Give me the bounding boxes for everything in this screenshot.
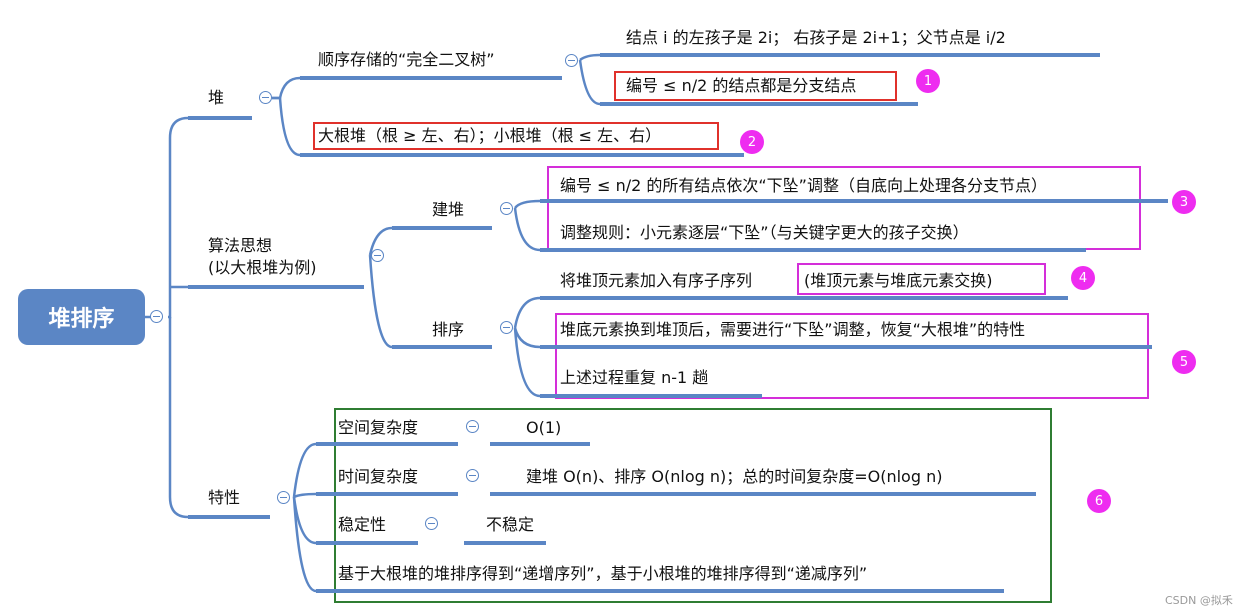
node-properties-underline	[188, 515, 270, 519]
node-time-complexity-underline	[316, 492, 458, 496]
node-stability[interactable]: 稳定性	[338, 515, 387, 534]
node-build-step1-underline	[540, 199, 1168, 203]
node-build-heap[interactable]: 建堆	[432, 200, 465, 219]
heap-collapse-toggle[interactable]	[259, 91, 272, 104]
node-time-value[interactable]: 建堆 O(n)、排序 O(nlog n)；总的时间复杂度=O(nlog n)	[526, 467, 943, 486]
node-node-relation[interactable]: 结点 i 的左孩子是 2i； 右孩子是 2i+1；父节点是 i/2	[626, 28, 1006, 47]
node-sort-step2[interactable]: 堆底元素换到堆顶后，需要进行“下坠”调整，恢复“大根堆”的特性	[560, 320, 1026, 339]
stability-collapse-toggle[interactable]	[425, 517, 438, 530]
node-build-step2-underline	[540, 248, 1086, 252]
badge-3: 3	[1172, 190, 1196, 214]
node-algorithm-line2[interactable]: (以大根堆为例)	[208, 258, 317, 277]
node-time-complexity[interactable]: 时间复杂度	[338, 467, 419, 486]
highlight-box-6	[334, 408, 1052, 603]
badge-5: 5	[1172, 350, 1196, 374]
node-space-value[interactable]: O(1)	[526, 418, 562, 437]
node-max-min-heap[interactable]: 大根堆（根 ≥ 左、右）；小根堆（根 ≤ 左、右）	[318, 126, 662, 145]
node-sort[interactable]: 排序	[432, 320, 465, 339]
algorithm-collapse-toggle[interactable]	[371, 249, 384, 262]
badge-4: 4	[1071, 266, 1095, 290]
watermark: CSDN @拟禾	[1165, 594, 1233, 607]
badge-6: 6	[1087, 489, 1111, 513]
badge-2: 2	[740, 130, 764, 154]
node-algorithm-underline	[188, 285, 364, 289]
node-space-value-underline	[490, 442, 590, 446]
badge-1: 1	[916, 69, 940, 93]
node-sort-step3[interactable]: 上述过程重复 n-1 趟	[560, 368, 709, 387]
highlight-box-5	[555, 313, 1149, 399]
node-node-relation-underline	[600, 53, 1100, 57]
highlight-box-2	[313, 122, 719, 150]
node-sort-step1-underline	[540, 296, 1068, 300]
node-seq-storage[interactable]: 顺序存储的“完全二叉树”	[318, 50, 495, 69]
node-branch-nodes-underline	[600, 102, 918, 106]
node-heap-underline	[188, 116, 252, 120]
node-sort-underline	[392, 345, 492, 349]
node-branch-nodes[interactable]: 编号 ≤ n/2 的结点都是分支结点	[626, 76, 857, 95]
node-time-value-underline	[490, 492, 1036, 496]
node-build-step2[interactable]: 调整规则：小元素逐层“下坠”（与关键字更大的孩子交换）	[560, 223, 969, 242]
node-sort-step1b[interactable]: (堆顶元素与堆底元素交换)	[804, 271, 993, 290]
highlight-box-4	[797, 263, 1046, 295]
node-heap[interactable]: 堆	[208, 88, 225, 107]
node-space-complexity[interactable]: 空间复杂度	[338, 418, 419, 437]
node-properties[interactable]: 特性	[208, 488, 241, 507]
build-heap-collapse-toggle[interactable]	[500, 202, 513, 215]
highlight-box-1	[614, 71, 897, 101]
root-collapse-toggle[interactable]	[150, 310, 163, 323]
space-complexity-collapse-toggle[interactable]	[466, 420, 479, 433]
node-stability-value[interactable]: 不稳定	[486, 515, 535, 534]
node-sort-step3-underline	[540, 394, 762, 398]
properties-collapse-toggle[interactable]	[277, 491, 290, 504]
node-sort-step1a[interactable]: 将堆顶元素加入有序子序列	[560, 271, 753, 290]
node-build-heap-underline	[392, 226, 492, 230]
seq-storage-collapse-toggle[interactable]	[565, 54, 578, 67]
node-order-note-underline	[316, 589, 1004, 593]
node-algorithm-line1[interactable]: 算法思想	[208, 236, 273, 255]
node-max-min-heap-underline	[300, 153, 744, 157]
node-stability-underline	[316, 541, 418, 545]
node-order-note[interactable]: 基于大根堆的堆排序得到“递增序列”，基于小根堆的堆排序得到“递减序列”	[338, 564, 868, 583]
node-space-complexity-underline	[316, 442, 458, 446]
time-complexity-collapse-toggle[interactable]	[466, 469, 479, 482]
node-build-step1[interactable]: 编号 ≤ n/2 的所有结点依次“下坠”调整（自底向上处理各分支节点）	[560, 176, 1047, 195]
sort-collapse-toggle[interactable]	[500, 321, 513, 334]
node-sort-step2-underline	[540, 345, 1152, 349]
node-seq-storage-underline	[300, 76, 562, 80]
node-stability-value-underline	[464, 541, 546, 545]
root-node-heap-sort[interactable]: 堆排序	[18, 289, 145, 345]
